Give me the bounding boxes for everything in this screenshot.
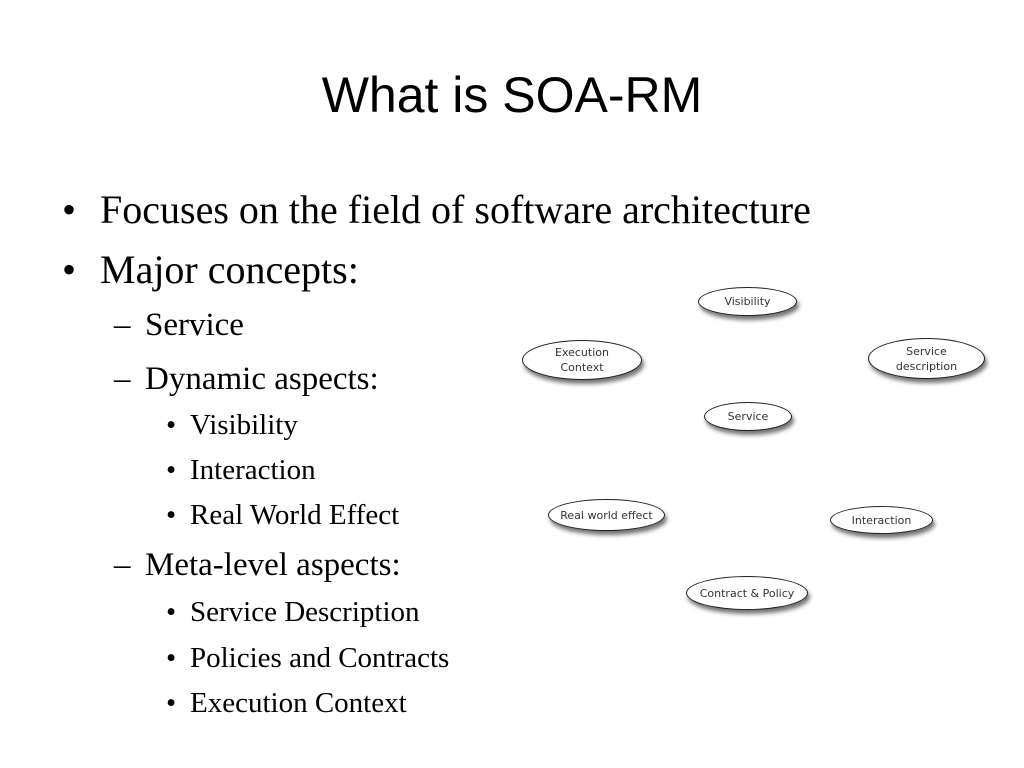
bullet-marker: • xyxy=(166,596,177,628)
node-real-world-effect: Real world effect xyxy=(548,499,665,531)
sub-bullet-dynamic-aspects: Dynamic aspects: xyxy=(145,361,379,397)
node-service: Service xyxy=(704,402,792,431)
bullet-software-architecture: Focuses on the field of software archite… xyxy=(100,187,811,232)
sub-bullet-service: Service xyxy=(145,307,244,343)
node-contract-policy: Contract & Policy xyxy=(686,576,808,610)
item-service-description: Service Description xyxy=(190,596,420,628)
slide-title: What is SOA-RM xyxy=(321,67,703,123)
node-interaction: Interaction xyxy=(830,506,933,534)
dash-marker: – xyxy=(114,307,131,343)
bullet-marker: • xyxy=(62,187,77,232)
bullet-marker: • xyxy=(166,642,177,674)
node-visibility: Visibility xyxy=(698,287,797,316)
bullet-marker: • xyxy=(166,409,177,441)
item-real-world-effect: Real World Effect xyxy=(190,499,400,531)
dash-marker: – xyxy=(114,361,131,397)
node-service-description: Service description xyxy=(868,338,985,379)
bullet-marker: • xyxy=(166,454,177,486)
bullet-major-concepts: Major concepts: xyxy=(100,247,359,292)
bullet-marker: • xyxy=(62,247,77,292)
bullet-marker: • xyxy=(166,687,177,719)
node-execution-context: Execution Context xyxy=(522,340,642,380)
bullet-marker: • xyxy=(166,499,177,531)
sub-bullet-meta-level-aspects: Meta-level aspects: xyxy=(145,547,401,583)
item-visibility: Visibility xyxy=(190,409,298,441)
item-policies-and-contracts: Policies and Contracts xyxy=(190,642,450,674)
item-execution-context: Execution Context xyxy=(190,687,407,719)
dash-marker: – xyxy=(114,547,131,583)
item-interaction: Interaction xyxy=(190,454,316,486)
